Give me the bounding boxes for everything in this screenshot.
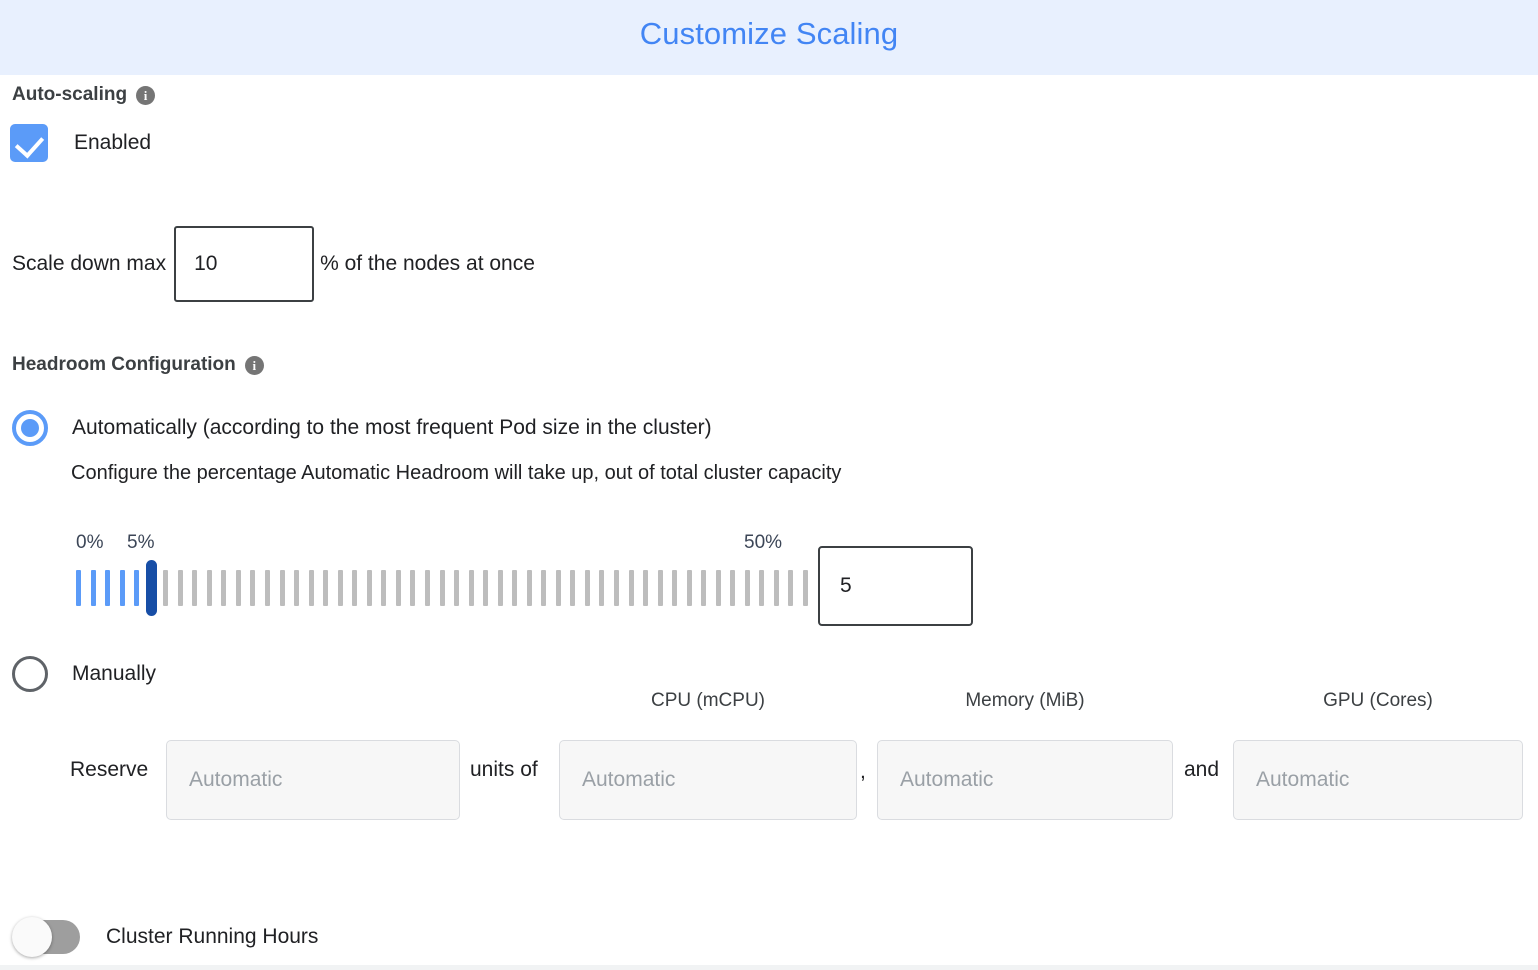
slider-tick	[483, 570, 489, 606]
reserve-units-input[interactable]	[166, 740, 460, 820]
slider-tick	[366, 570, 372, 606]
info-icon[interactable]: i	[244, 355, 264, 375]
checkbox-enabled[interactable]	[10, 124, 48, 162]
slider-tick	[643, 570, 649, 606]
headroom-slider[interactable]	[76, 560, 808, 616]
reserve-gpu-input[interactable]	[1233, 740, 1523, 820]
slider-tick	[76, 570, 81, 606]
slider-tick	[613, 570, 619, 606]
slider-min-label: 0%	[76, 532, 104, 553]
slider-tick	[730, 570, 736, 606]
radio-automatic-label: Automatically (according to the most fre…	[72, 416, 712, 439]
slider-tick	[192, 570, 198, 606]
slider-tick	[744, 570, 750, 606]
slider-tick	[773, 570, 779, 606]
toggle-knob	[12, 917, 52, 957]
slider-tick	[352, 570, 358, 606]
slider-tick	[395, 570, 401, 606]
slider-tick	[686, 570, 692, 606]
slider-tick	[337, 570, 343, 606]
slider-tick	[250, 570, 256, 606]
autoscaling-section-heading: Auto-scaling i	[12, 84, 156, 106]
comma-separator: ,	[860, 760, 866, 783]
slider-tick	[803, 570, 808, 606]
slider-tick	[177, 570, 183, 606]
page-title: Customize Scaling	[639, 16, 899, 51]
headroom-value-input[interactable]	[818, 546, 973, 626]
slider-tick	[294, 570, 300, 606]
slider-tick	[555, 570, 561, 606]
slider-tick	[468, 570, 474, 606]
radio-automatic[interactable]	[12, 410, 48, 446]
cluster-running-hours-row[interactable]: Cluster Running Hours	[12, 917, 319, 957]
cluster-running-hours-toggle[interactable]	[12, 917, 80, 957]
slider-tick	[788, 570, 794, 606]
slider-current-label: 5%	[127, 532, 155, 553]
slider-tick	[235, 570, 241, 606]
slider-tick	[105, 570, 111, 606]
headroom-option-automatic[interactable]: Automatically (according to the most fre…	[12, 410, 712, 446]
reserve-cpu-input[interactable]	[559, 740, 857, 820]
slider-tick	[715, 570, 721, 606]
headroom-slider-block: 0% 5% 50%	[0, 532, 1000, 632]
slider-tick	[410, 570, 416, 606]
slider-tick	[672, 570, 678, 606]
and-separator: and	[1184, 758, 1220, 781]
scale-down-row: Scale down max % of the nodes at once	[12, 226, 535, 302]
slider-tick	[381, 570, 387, 606]
slider-tick	[570, 570, 576, 606]
headroom-heading-label: Headroom Configuration	[12, 354, 236, 375]
gpu-field-caption: GPU (Cores)	[1323, 690, 1433, 711]
radio-manually-label: Manually	[72, 662, 157, 685]
slider-tick	[497, 570, 503, 606]
info-icon[interactable]: i	[136, 85, 156, 105]
slider-tick	[308, 570, 314, 606]
slider-tick	[221, 570, 227, 606]
slider-tick	[657, 570, 663, 606]
dialog-header: Customize Scaling	[0, 0, 1538, 75]
slider-max-label: 50%	[744, 532, 783, 553]
memory-field-caption: Memory (MiB)	[965, 690, 1085, 711]
slider-tick	[163, 570, 169, 606]
slider-tick	[265, 570, 271, 606]
scale-down-input[interactable]	[174, 226, 315, 302]
slider-tick	[454, 570, 460, 606]
radio-manually[interactable]	[12, 656, 48, 692]
cluster-running-hours-label: Cluster Running Hours	[106, 925, 319, 948]
slider-tick	[628, 570, 634, 606]
slider-tick	[584, 570, 590, 606]
slider-tick	[526, 570, 532, 606]
slider-tick	[134, 570, 140, 606]
slider-tick	[541, 570, 547, 606]
autoscaling-enabled-row[interactable]: Enabled	[10, 124, 151, 162]
slider-tick	[279, 570, 285, 606]
slider-tick	[599, 570, 605, 606]
headroom-automatic-description: Configure the percentage Automatic Headr…	[71, 462, 842, 484]
slider-tick	[759, 570, 765, 606]
slider-tick	[206, 570, 212, 606]
slider-tick	[119, 570, 125, 606]
reserve-label: Reserve	[70, 758, 149, 781]
slider-tick	[439, 570, 445, 606]
scale-down-suffix: % of the nodes at once	[320, 252, 535, 275]
cpu-field-caption: CPU (mCPU)	[651, 690, 765, 711]
checkbox-enabled-label: Enabled	[74, 131, 152, 154]
slider-tick	[90, 570, 96, 606]
units-of-label: units of	[470, 758, 538, 781]
slider-thumb[interactable]	[145, 560, 157, 616]
headroom-option-manually[interactable]: Manually	[12, 656, 156, 692]
bottom-divider	[0, 965, 1538, 970]
slider-tick	[424, 570, 430, 606]
headroom-section-heading: Headroom Configuration i	[12, 354, 264, 376]
slider-tick	[323, 570, 329, 606]
reserve-memory-input[interactable]	[877, 740, 1173, 820]
slider-tick	[701, 570, 707, 606]
scale-down-label: Scale down max	[12, 252, 167, 275]
autoscaling-heading-label: Auto-scaling	[12, 84, 128, 105]
slider-tick	[512, 570, 518, 606]
